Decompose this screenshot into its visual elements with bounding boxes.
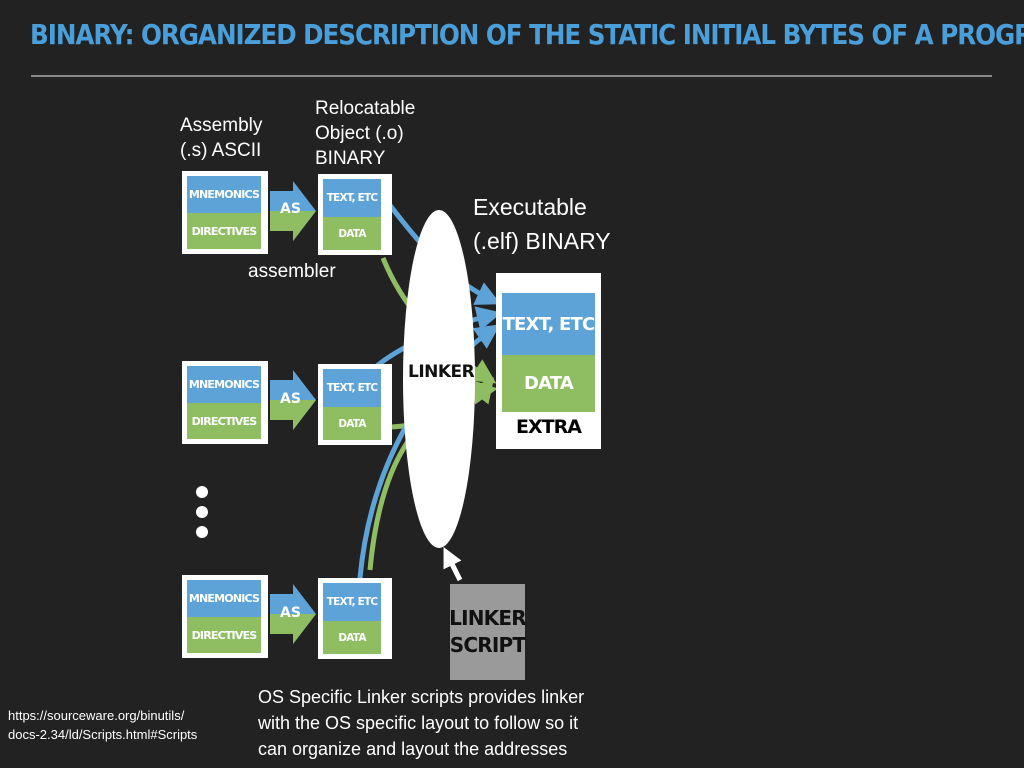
- data-section-block: DATA: [323, 621, 381, 654]
- ellipsis-dot: [196, 526, 208, 538]
- as-label-1: AS: [280, 201, 301, 217]
- directives-block: DIRECTIVES: [187, 617, 261, 653]
- data-section-block: DATA: [323, 217, 381, 250]
- as-label-2: AS: [280, 391, 301, 407]
- relocatable-label: Relocatable Object (.o) BINARY: [315, 98, 416, 169]
- source-file-2: MNEMONICS DIRECTIVES: [182, 361, 268, 444]
- exe-extra-block: EXTRA: [516, 416, 582, 438]
- mnemonics-block: MNEMONICS: [187, 366, 261, 403]
- object-file-1: TEXT, ETC DATA: [318, 174, 392, 255]
- text-section-block: TEXT, ETC: [323, 369, 381, 407]
- ellipsis-dot: [196, 486, 208, 498]
- page-title: BINARY: ORGANIZED DESCRIPTION OF THE STA…: [30, 18, 1024, 51]
- assembly-label: Assembly (.s) ASCII: [180, 115, 263, 161]
- exe-text-block: TEXT, ETC: [502, 293, 595, 355]
- object-file-3: TEXT, ETC DATA: [318, 578, 392, 659]
- mnemonics-block: MNEMONICS: [187, 176, 261, 213]
- linker-ellipse: [403, 210, 475, 548]
- assembler-label: assembler: [248, 261, 336, 282]
- exe-data-block: DATA: [502, 355, 595, 412]
- title-divider: [31, 75, 992, 77]
- as-arrow-3: [270, 584, 316, 644]
- text-section-block: TEXT, ETC: [323, 583, 381, 621]
- mnemonics-block: MNEMONICS: [187, 580, 261, 617]
- executable-file: TEXT, ETC DATA EXTRA: [496, 273, 601, 449]
- footer-description: OS Specific Linker scripts provides link…: [258, 687, 585, 759]
- object-file-2: TEXT, ETC DATA: [318, 364, 392, 445]
- data-section-block: DATA: [323, 407, 381, 440]
- as-arrow-1: [270, 181, 316, 241]
- as-label-3: AS: [280, 605, 301, 621]
- executable-label: Executable (.elf) BINARY: [473, 194, 611, 254]
- reference-url: https://sourceware.org/binutils/ docs-2.…: [8, 708, 198, 742]
- linker-script-box: LINKER SCRIPT: [449, 584, 527, 680]
- directives-block: DIRECTIVES: [187, 213, 261, 249]
- linker-label: LINKER: [408, 362, 475, 382]
- text-section-block: TEXT, ETC: [323, 179, 381, 217]
- source-file-3: MNEMONICS DIRECTIVES: [182, 575, 268, 658]
- ellipsis-dot: [196, 506, 208, 518]
- directives-block: DIRECTIVES: [187, 403, 261, 439]
- as-arrow-2: [270, 370, 316, 430]
- source-file-1: MNEMONICS DIRECTIVES: [182, 171, 268, 254]
